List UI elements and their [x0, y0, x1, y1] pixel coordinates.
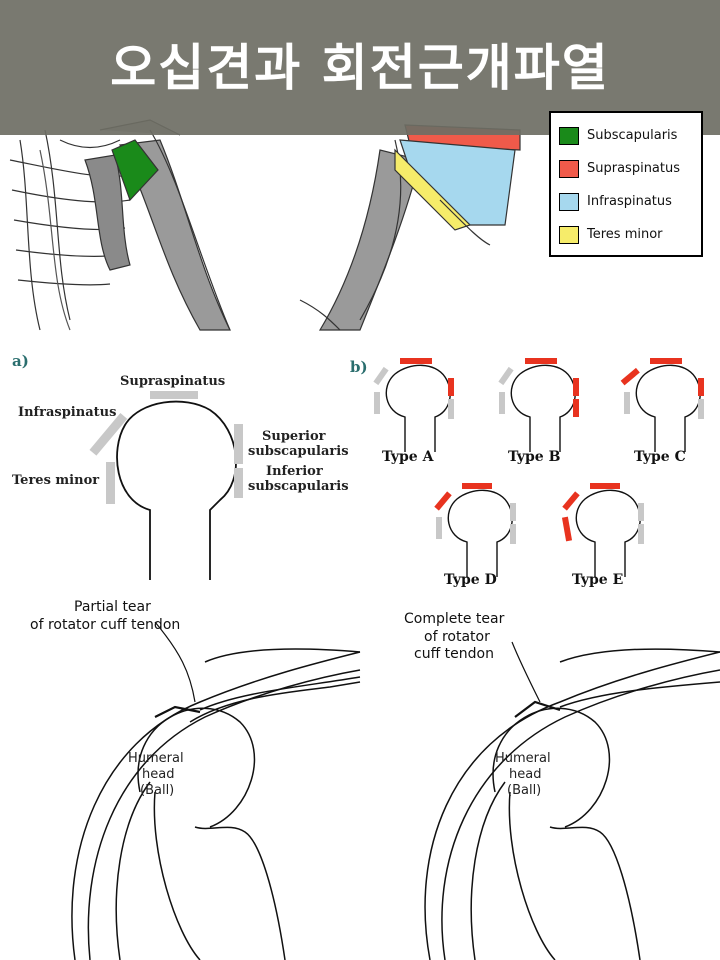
- panel-b-label: b): [350, 358, 368, 376]
- label-type-e: Type E: [572, 572, 623, 588]
- partial-tear-illustration: [71, 621, 361, 960]
- label-type-b: Type B: [508, 449, 561, 465]
- type-a-diagram: [373, 358, 454, 452]
- legend-label: Subscapularis: [587, 128, 678, 143]
- teres-minor-bar: [106, 462, 115, 504]
- anatomy-panel: 오십견과 회전근개파열 Subscapularis Supraspinatus …: [0, 0, 720, 340]
- humeral-label-left-3: (Ball): [140, 783, 174, 798]
- label-inferior: Inferior: [266, 464, 323, 479]
- infraspinatus-bar: [89, 413, 128, 456]
- type-b-diagram: [498, 358, 579, 452]
- superior-subscapularis-bar: [234, 424, 243, 464]
- label-supraspinatus: Supraspinatus: [120, 374, 225, 389]
- legend-swatch-supraspinatus: [559, 159, 579, 178]
- posterior-view: [299, 124, 521, 331]
- humeral-label-left-2: head: [142, 767, 174, 782]
- legend-swatch-teres-minor: [559, 225, 579, 244]
- complete-tear-label-1: Complete tear: [404, 611, 505, 627]
- label-teres-minor: Teres minor: [12, 473, 99, 488]
- complete-tear-label-3: cuff tendon: [414, 646, 494, 662]
- inferior-subscapularis-bar: [234, 468, 243, 498]
- label-infraspinatus: Infraspinatus: [18, 405, 116, 420]
- type-e-diagram: [561, 483, 644, 577]
- diagram-a: [89, 391, 243, 580]
- humeral-label-right-1: Humeral: [495, 751, 551, 766]
- legend-item: Supraspinatus: [559, 152, 693, 185]
- label-type-c: Type C: [634, 449, 686, 465]
- complete-tear-label-2: of rotator: [424, 629, 490, 645]
- label-superior: Superior: [262, 429, 326, 444]
- muscle-legend: Subscapularis Supraspinatus Infraspinatu…: [549, 111, 703, 257]
- legend-item: Teres minor: [559, 218, 693, 251]
- type-d-diagram: [434, 483, 516, 577]
- label-type-a: Type A: [382, 449, 435, 465]
- type-c-diagram: [620, 358, 704, 452]
- label-type-d: Type D: [444, 572, 497, 588]
- supraspinatus-bar: [150, 391, 198, 399]
- legend-label: Infraspinatus: [587, 194, 672, 209]
- humeral-label-right-3: (Ball): [507, 783, 541, 798]
- tear-comparison-panel: Partial tear of rotator cuff tendon Hume…: [0, 592, 720, 960]
- cuff-tear-types-panel: a) Supraspinatus Infraspinatus Teres min…: [0, 340, 720, 592]
- legend-swatch-infraspinatus: [559, 192, 579, 211]
- cuff-diagrams: a) Supraspinatus Infraspinatus Teres min…: [12, 352, 704, 588]
- legend-label: Supraspinatus: [587, 161, 681, 176]
- partial-tear-label-1: Partial tear: [74, 599, 151, 615]
- legend-swatch-subscapularis: [559, 126, 579, 145]
- legend-label: Teres minor: [587, 227, 663, 242]
- label-inferior-subscapularis: subscapularis: [248, 479, 349, 494]
- page-title: 오십견과 회전근개파열: [110, 38, 610, 97]
- complete-tear-illustration: [424, 641, 720, 960]
- humeral-label-left-1: Humeral: [128, 751, 184, 766]
- anterior-view: [9, 119, 231, 331]
- humeral-label-right-2: head: [509, 767, 541, 782]
- legend-item: Infraspinatus: [559, 185, 693, 218]
- tear-illustrations: Partial tear of rotator cuff tendon Hume…: [30, 599, 720, 960]
- humeral-head-outline: [116, 400, 237, 580]
- label-superior-subscapularis: subscapularis: [248, 444, 349, 459]
- panel-a-label: a): [12, 352, 29, 370]
- legend-item: Subscapularis: [559, 119, 693, 152]
- partial-tear-label-2: of rotator cuff tendon: [30, 617, 180, 633]
